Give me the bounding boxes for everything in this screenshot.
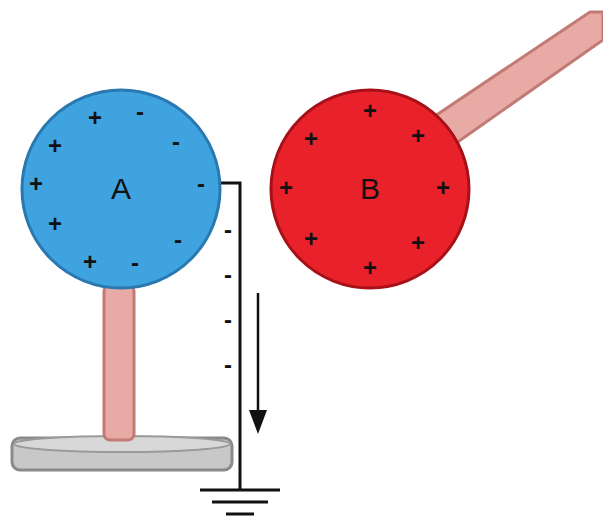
ground-symbol [226, 513, 254, 516]
charge-sign: + [436, 176, 450, 200]
charge-sign: - [197, 172, 205, 196]
charge-sign: - [136, 100, 144, 124]
charge-sign: - [224, 308, 232, 332]
insulating-rod [104, 285, 134, 440]
charge-sign: + [29, 172, 43, 196]
charge-sign: - [224, 218, 232, 242]
ground-symbol [212, 501, 268, 504]
flow-arrow [257, 293, 260, 414]
sphere-label: A [111, 172, 131, 206]
charge-sign: + [411, 124, 425, 148]
charge-sign: + [88, 106, 102, 130]
flow-arrowhead [249, 410, 267, 434]
charge-sign: - [172, 130, 180, 154]
charge-sign: - [174, 228, 182, 252]
charge-sign: + [411, 231, 425, 255]
charge-sign: - [131, 251, 139, 275]
ground-symbol [200, 489, 280, 492]
charge-sign: + [363, 256, 377, 280]
insulating-handle [432, 12, 603, 146]
charge-sign: + [304, 227, 318, 251]
charge-sign: + [363, 99, 377, 123]
ground-wire [216, 183, 240, 490]
charge-sign: - [224, 263, 232, 287]
charge-sign: + [48, 134, 62, 158]
charge-sign: + [48, 212, 62, 236]
sphere-shape [271, 90, 469, 288]
charge-sign: + [304, 127, 318, 151]
charge-sign: - [224, 353, 232, 377]
sphere-shape [22, 90, 220, 288]
conductor-sphere: A [20, 88, 222, 290]
sphere-label: B [360, 172, 380, 206]
charge-sign: + [83, 250, 97, 274]
charge-sign: + [279, 176, 293, 200]
